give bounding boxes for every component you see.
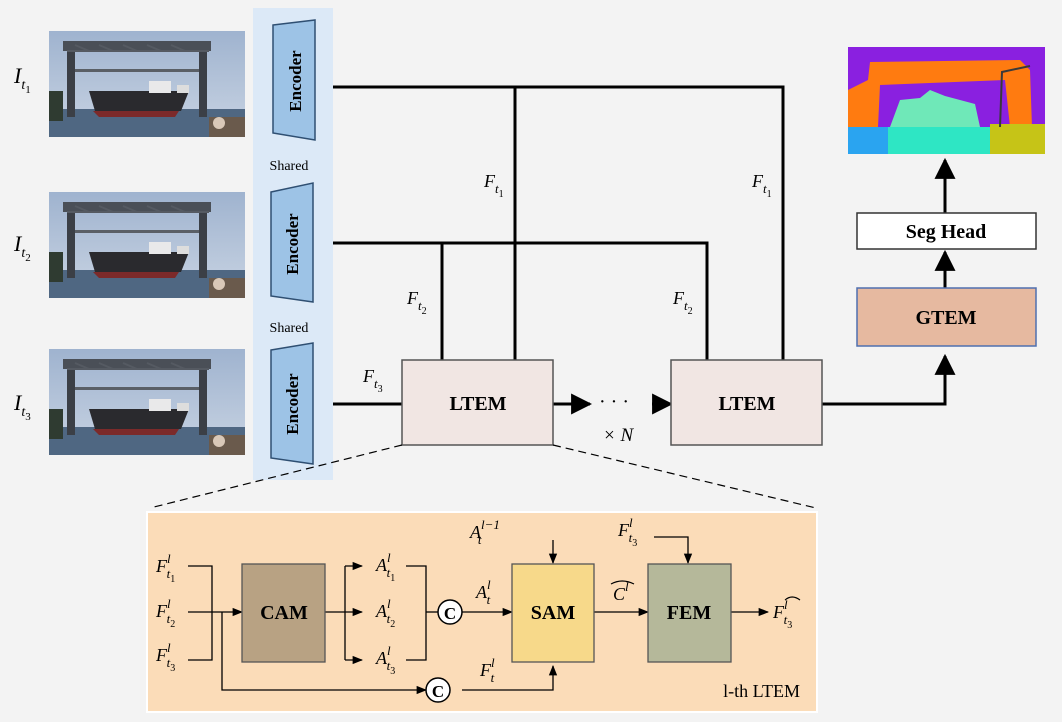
svg-text:FEM: FEM <box>667 602 712 624</box>
svg-text:Seg Head: Seg Head <box>906 221 987 243</box>
feature-label-f-t2-b: Ft2 <box>672 288 693 317</box>
input-label-3: It3 <box>13 390 31 423</box>
segmentation-output <box>848 47 1045 154</box>
input-label-2: It2 <box>13 231 31 264</box>
feature-label-f-t1-a: Ft1 <box>483 171 504 200</box>
concat-op-bottom: C <box>425 677 451 703</box>
cam-block: CAM <box>241 563 326 663</box>
ltem-block-1: LTEM <box>401 359 554 446</box>
shared-label-2: Shared <box>270 321 309 336</box>
feature-label-f-t1-b: Ft1 <box>751 171 772 200</box>
svg-text:C: C <box>444 604 456 623</box>
svg-text:Encoder: Encoder <box>283 213 302 275</box>
panel-c-tilde: Cl <box>610 579 635 604</box>
svg-text:Encoder: Encoder <box>283 373 302 435</box>
svg-text:CAM: CAM <box>260 602 308 624</box>
encoder-2: Encoder <box>270 182 314 303</box>
panel-title: l-th LTEM <box>723 681 800 701</box>
svg-text:Encoder: Encoder <box>286 50 305 112</box>
repeat-label: × N <box>603 425 635 446</box>
shared-label-1: Shared <box>270 159 309 174</box>
svg-text:C: C <box>432 682 444 701</box>
input-frame-1 <box>49 31 245 137</box>
feature-label-f-t3: Ft3 <box>362 366 383 395</box>
encoder-1: Encoder <box>272 19 316 141</box>
panel-connectors <box>188 536 770 695</box>
svg-text:Cl: Cl <box>613 579 629 604</box>
svg-text:SAM: SAM <box>531 602 576 624</box>
sam-block: SAM <box>511 563 595 663</box>
gtem-block: GTEM <box>856 287 1037 347</box>
svg-text:LTEM: LTEM <box>449 393 506 415</box>
input-frame-3 <box>49 349 245 455</box>
feature-label-f-t2-a: Ft2 <box>406 288 427 317</box>
seg-head-block: Seg Head <box>856 212 1037 250</box>
input-label-1: It1 <box>13 63 31 96</box>
input-frame-2 <box>49 192 245 298</box>
fem-block: FEM <box>647 563 732 663</box>
repeat-dots: · · · <box>599 391 629 413</box>
feature-lines <box>333 85 956 415</box>
encoder-3: Encoder <box>270 342 314 465</box>
svg-text:GTEM: GTEM <box>915 307 976 329</box>
zoom-line-left <box>149 444 403 509</box>
svg-text:LTEM: LTEM <box>718 393 775 415</box>
ltem-block-n: LTEM <box>670 359 823 446</box>
concat-op-top: C <box>437 599 463 625</box>
zoom-line-right <box>552 444 817 509</box>
